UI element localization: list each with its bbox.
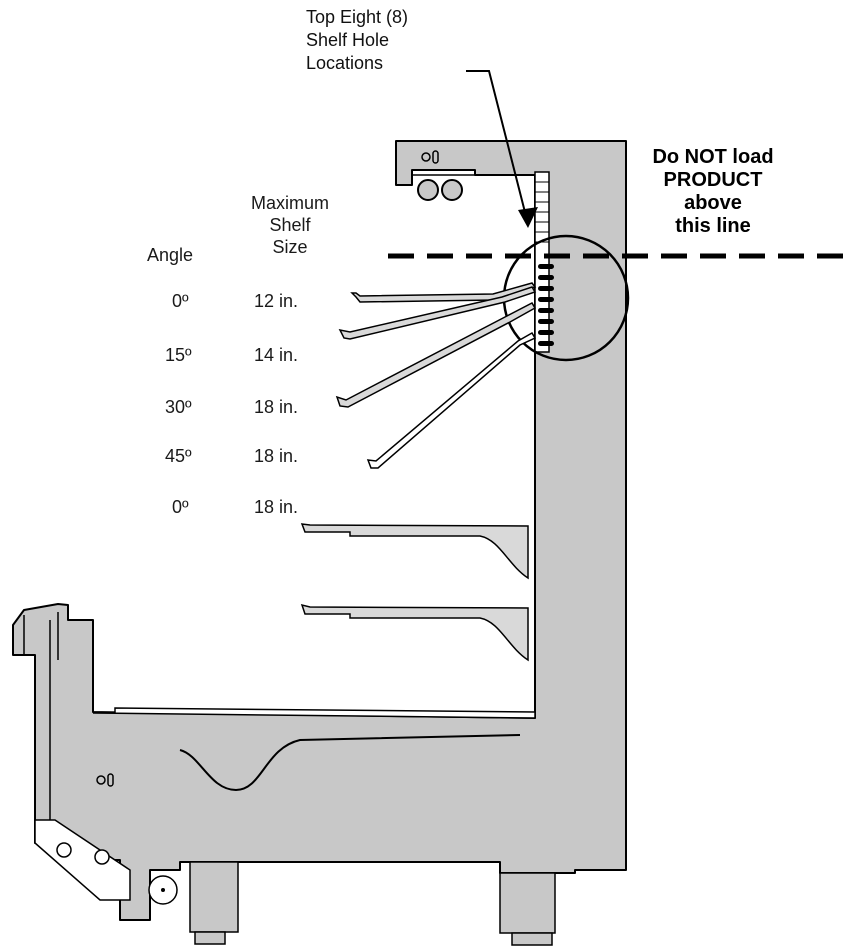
row-3-angle: 30º: [165, 397, 192, 417]
shelf-standard-strip: [534, 171, 550, 353]
row-2-angle: 15º: [165, 345, 192, 365]
base-curve-cutout: [179, 734, 521, 792]
foot-left: [194, 931, 226, 945]
top-badge-dot-icon: [421, 152, 431, 162]
caster-wheel-hub: [161, 888, 165, 892]
shelf-0deg-12in: [350, 282, 537, 303]
row-5-size: 18 in.: [254, 497, 299, 517]
shelf-45deg-18in: [366, 331, 537, 469]
warning-line-1: Do NOT load: [652, 146, 774, 168]
leg-left: [189, 861, 239, 933]
foot-right: [511, 932, 553, 946]
warning-line-4: this line: [675, 215, 751, 237]
base-badge-slot-icon: [107, 773, 114, 787]
shelf-15deg-14in: [338, 286, 537, 340]
row-4-size: 18 in.: [254, 446, 299, 466]
angle-column-header: Angle: [147, 245, 194, 265]
callout-leader-line: [466, 70, 529, 225]
fixed-shelf-upper: [300, 523, 529, 580]
callout-line-1: Top Eight (8): [306, 7, 409, 27]
do-not-load-warning: Do NOT load PRODUCT above this line: [648, 146, 778, 238]
warning-line-2: PRODUCT: [663, 169, 763, 191]
size-header-line-2: Shelf: [269, 215, 311, 235]
leg-right: [499, 872, 556, 934]
shelf-standard-ticks: [535, 181, 549, 243]
deck-pan: [92, 707, 536, 719]
top-roller-right: [441, 179, 463, 201]
base-badge-dot-icon: [96, 775, 106, 785]
row-1-angle: 0º: [172, 291, 189, 311]
row-2-size: 14 in.: [254, 345, 299, 365]
top-roller-left: [417, 179, 439, 201]
shelf-hole-slots: [538, 264, 554, 346]
callout-arrowhead: [518, 207, 538, 228]
bracket-hole-left: [56, 842, 72, 858]
shelf-30deg-18in: [335, 302, 537, 408]
row-3-size: 18 in.: [254, 397, 299, 417]
row-4-angle: 45º: [165, 446, 192, 466]
size-column-header: Maximum Shelf Size: [238, 192, 342, 258]
row-1-size: 12 in.: [254, 291, 299, 311]
callout-line-2: Shelf Hole: [306, 30, 390, 50]
left-end-panel: [23, 612, 59, 843]
shelf-hole-callout: Top Eight (8) Shelf Hole Locations: [306, 6, 408, 75]
size-header-line-1: Maximum: [250, 193, 329, 213]
left-base-bracket: [34, 819, 131, 901]
bracket-hole-right: [94, 849, 110, 865]
callout-line-3: Locations: [306, 53, 384, 73]
row-5-angle: 0º: [172, 497, 189, 517]
fixed-shelf-lower: [300, 603, 529, 662]
size-header-line-3: Size: [272, 237, 308, 257]
top-badge-slot-icon: [432, 150, 439, 164]
warning-line-3: above: [684, 192, 742, 214]
